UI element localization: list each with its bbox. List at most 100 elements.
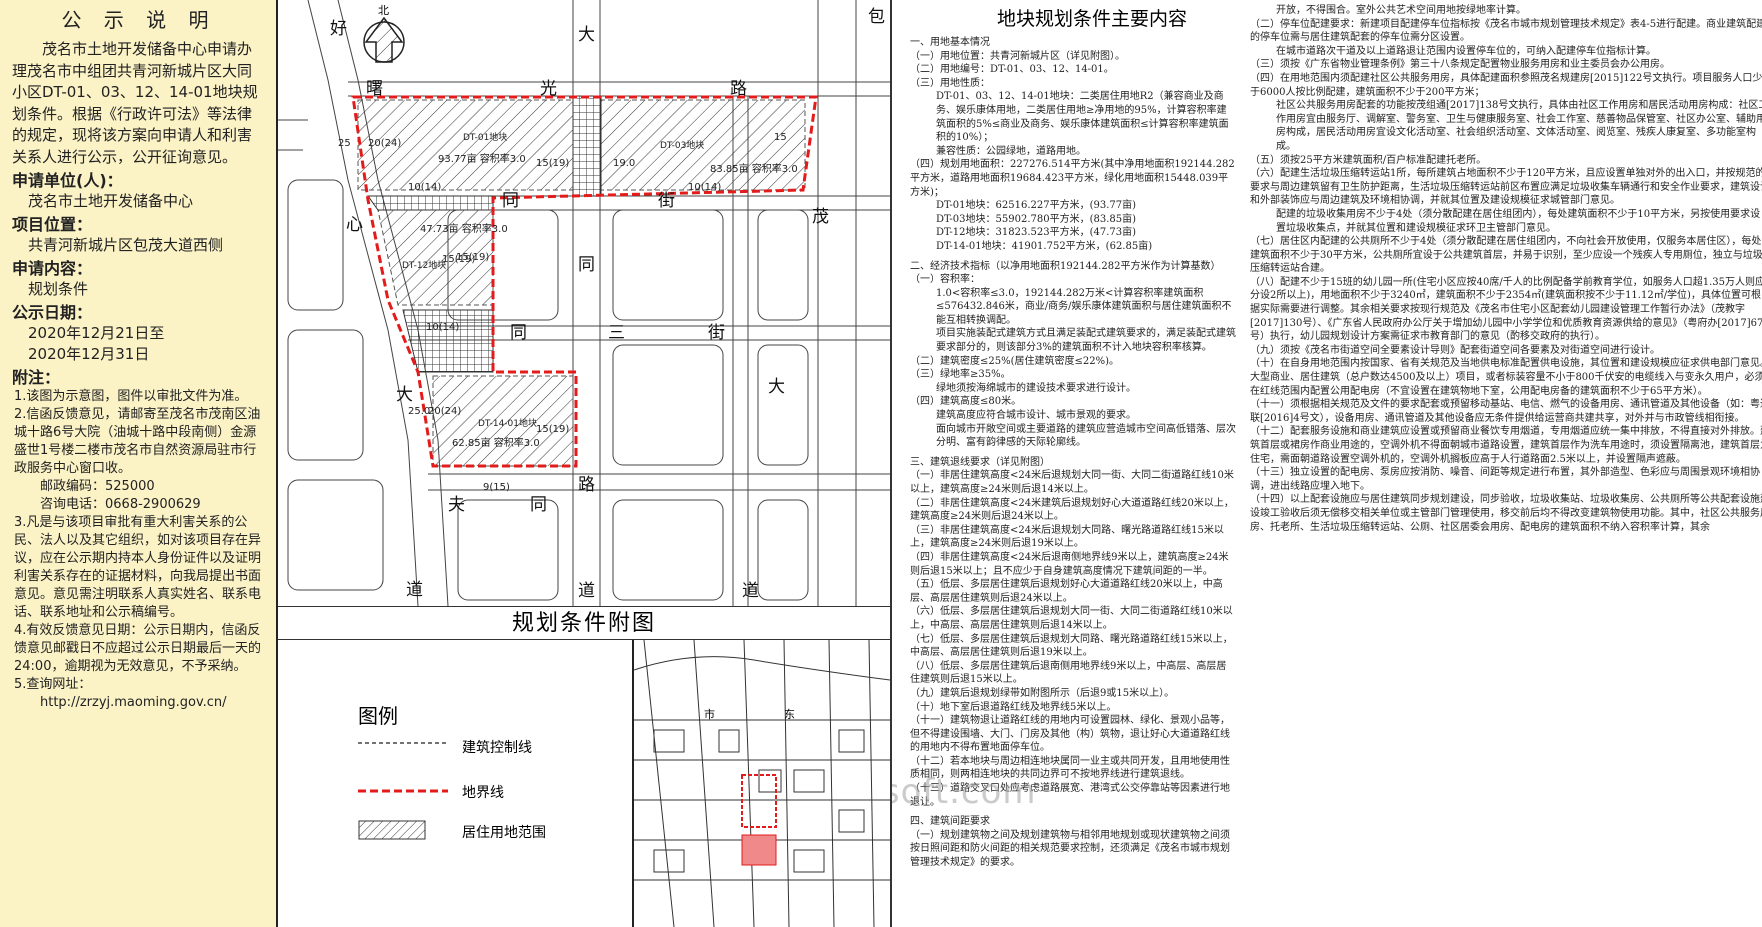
plot-label: DT-14-01地块 [478, 417, 537, 429]
section-heading: 一、用地基本情况 [910, 37, 990, 48]
condition-line: DT-14-01地块：41901.752平方米，(62.85亩) [936, 240, 1153, 252]
condition-line: （一）容积率： [910, 274, 980, 286]
plot-area-label: 83.85亩 容积率3.0 [710, 162, 798, 175]
road-label: 同 [502, 191, 519, 211]
condition-line: （八）配建不少于15班的幼儿园一所(住宅小区应按40席/千人的比例配备学前教育学… [1250, 276, 1762, 343]
dim-label: 15(19) [536, 424, 569, 435]
condition-line: （十三）独立设置的配电房、泵房应按消防、噪音、间距等规定进行布置，其外部造型、色… [1250, 467, 1760, 492]
content-label: 申请内容： [12, 259, 93, 278]
condition-line: 面向城市开敞空间或主要道路的建筑应营造城市空间高低错落、层次分明、富有韵律感的天… [936, 423, 1236, 449]
condition-line: 配建的垃圾收集用房不少于4处（须分散配建在居住组团内），每处建筑面积不少于10平… [1276, 208, 1761, 234]
road-label: 曙 [366, 79, 383, 99]
condition-line: （十二）配套服务设施和商业建筑应设置或预留商业餐饮专用烟道，专用烟道应统一集中排… [1250, 426, 1762, 465]
section-heading: 三、建筑退线要求（详见附图） [910, 456, 1050, 468]
condition-line: （七）居住区内配建的公共厕所不少于4处（须分散配建在居住组团内，不向社会开放使用… [1250, 236, 1762, 275]
dim-label: 20(24) [368, 138, 401, 149]
location-minimap: 市 东 [634, 640, 890, 927]
road-label: 街 [658, 191, 675, 211]
road-grid-area [402, 309, 494, 373]
road-label: 夫 [448, 495, 465, 515]
plot-dt-01[interactable] [357, 99, 574, 191]
condition-line: 建筑高度应符合城市设计、城市景观的要求。 [936, 410, 1136, 422]
section-heading: 四、建筑间距要求 [910, 816, 990, 828]
road-label: 道 [742, 581, 759, 601]
dim-label: 15 [774, 132, 787, 143]
north-arrow-icon [363, 16, 405, 63]
road-label: 路 [730, 79, 747, 99]
road-label: 道 [406, 580, 423, 600]
condition-line: （三）用地性质： [910, 77, 990, 89]
road-label: 街 [708, 323, 725, 343]
condition-line: （十）在自身用地范围内按国家、省有关规范及当地供电标准配置供电设施，其位置和建设… [1250, 358, 1762, 397]
dim-label: 10(14) [688, 182, 721, 193]
condition-line: （一）非居住建筑高度<24米后退规划大同一街、大同二街道路红线10米以上，建筑高… [910, 470, 1234, 495]
applicant-value: 茂名市土地开发储备中心 [28, 192, 194, 210]
note-url-link[interactable]: http://zrzyj.maoming.gov.cn/ [40, 695, 227, 710]
condition-line: 1.0<容积率≤3.0，192144.282万米<计算容积率建筑面积≤57643… [936, 287, 1232, 326]
condition-line: （五）须按25平方米建筑面积/百户标准配建托老所。 [1250, 154, 1487, 166]
condition-line: （九）建筑后退规划绿带如附图所示（后退9或15米以上）。 [910, 687, 1175, 699]
note-item: 2.信函反馈意见，请邮寄至茂名市茂南区油城十路6号大院（油城十路中段南侧）金源盛… [14, 407, 261, 476]
condition-line: （二）用地编号：DT-01、03、12、14-01。 [910, 64, 1114, 76]
residential-hatch-icon [358, 820, 426, 840]
road-label: 大 [768, 377, 785, 397]
note-postcode: 邮政编码：525000 [40, 479, 155, 494]
condition-line: 开放，不得围合。室外公共艺术空间用地按绿地率计算。 [1276, 5, 1526, 16]
dim-label: 10(14) [408, 182, 441, 193]
condition-line: （八）低层、多层居住建筑后退南侧用地界线9米以上，中高层、高层居住建筑则后退15… [910, 660, 1227, 686]
plot-label: DT-03地块 [660, 139, 704, 151]
location-value: 共青河新城片区包茂大道西侧 [28, 236, 224, 254]
dim-label: 25.0 [408, 406, 430, 417]
condition-line: （二）建筑密度≤25%(居住建筑密度≤22%)。 [910, 355, 1120, 367]
road-label: 道 [578, 581, 595, 601]
condition-line: （四）建筑高度≤80米。 [910, 396, 1022, 408]
condition-line: （四）规划用地面积：227276.514平方米(其中净用地面积192144.28… [910, 159, 1235, 198]
legend-panel: 图例 建筑控制线 地界线 居住用地范围 [278, 640, 634, 927]
applicant-label: 申请单位(人)： [12, 171, 123, 190]
date-from: 2020年12月21日至 [28, 324, 165, 342]
condition-line: （三）非居住建筑高度<24米后退规划大同路、曙光路道路红线15米以上，建筑高度≥… [910, 524, 1224, 550]
conditions-title: 地块规划条件主要内容 [996, 8, 1187, 30]
notice-panel: 公 示 说 明 茂名市土地开发储备中心申请办理茂名市中组团共青河新城片区大同小区… [0, 0, 278, 927]
road-label: 包 [868, 7, 885, 27]
note-item: 5.查询网址： [14, 677, 92, 692]
condition-line: （二）停车位配建要求：新建项目配建停车位指标按《茂名市城市规划管理技术规定》表4… [1250, 18, 1762, 44]
road-label: 路 [578, 475, 595, 495]
condition-line: 绿地须按海绵城市的建设技术要求进行设计。 [936, 382, 1136, 394]
plot-area-label: 47.73亩 容积率3.0 [420, 222, 508, 235]
road-label: 同 [530, 495, 547, 515]
dim-label: 20(24) [428, 406, 461, 417]
condition-line: （六）低层、多层居住建筑后退规划大同一街、大同二街道路红线10米以上，中高层、高… [910, 606, 1233, 631]
condition-line: DT-03地块：55902.780平方米，(83.85亩) [936, 213, 1137, 225]
conditions-column-1: 一、用地基本情况 （一）用地位置：共青河新城片区（详见附图）。 （二）用地编号：… [910, 36, 1236, 870]
plot-dt-14-01[interactable] [432, 375, 574, 467]
condition-line: （一）规划建筑物之间及规划建筑物与相邻用地规划或现状建筑物之间须按日照间距和防火… [910, 829, 1230, 869]
condition-line: DT-01、03、12、14-01地块：二类居住用地R2（兼容商业及商务、娱乐康… [936, 91, 1229, 144]
dim-label: 25 [338, 138, 351, 149]
section-heading: 二、经济技术指标（以净用地面积192144.282平方米作为计算基数） [910, 260, 1221, 272]
dim-label: 10(14) [426, 322, 459, 333]
road-label: 大 [396, 385, 413, 405]
site-boundary-line [351, 95, 818, 468]
plot-dt-03[interactable] [599, 99, 806, 191]
dim-label: 19.0 [613, 158, 635, 169]
condition-line: （九）须按《茂名市街道空间全要素设计导则》配套街道空间各要素及对街道空间进行设计… [1250, 344, 1660, 356]
condition-line: 兼容性质：公园绿地，道路用地。 [936, 145, 1086, 157]
control-line-icon [358, 742, 448, 744]
north-label: 北 [378, 4, 389, 17]
plot-label: DT-12地块 [402, 259, 446, 271]
road-grid-area [572, 95, 602, 197]
plot-area-label: 93.77亩 容积率3.0 [438, 152, 526, 165]
condition-line: 社区公共服务用房配套的功能按茂组通[2017]138号文执行，具体由社区工作用房… [1276, 100, 1762, 152]
site-map: 北 好 心 大 道 曙 光 路 大 同 街 同 同 三 街 夫 同 路 包 茂 … [278, 0, 890, 606]
condition-line: （四）非居住建筑高度<24米后退南侧地界线9米以上，建筑高度≥24米则后退15米… [910, 551, 1229, 577]
notes-list: 1.该图为示意图，图件以审批文件为准。 2.信函反馈意见，请邮寄至茂名市茂南区油… [12, 388, 266, 712]
condition-line: （六）配建生活垃圾压缩转运站1所，每所建筑占地面积不少于120平方米，且应设置单… [1250, 168, 1762, 207]
condition-line: 项目实施装配式建筑方式且满足装配式建筑要求的，满足装配式建筑要求部分的，则该部分… [936, 328, 1236, 354]
plot-label: DT-01地块 [463, 131, 507, 143]
date-to: 2020年12月31日 [28, 345, 150, 363]
minimap-label: 市 [704, 707, 715, 721]
condition-line: （一）用地位置：共青河新城片区（详见附图）。 [910, 50, 1125, 62]
road-label: 光 [540, 79, 557, 99]
dim-label: 9(15) [483, 482, 510, 493]
